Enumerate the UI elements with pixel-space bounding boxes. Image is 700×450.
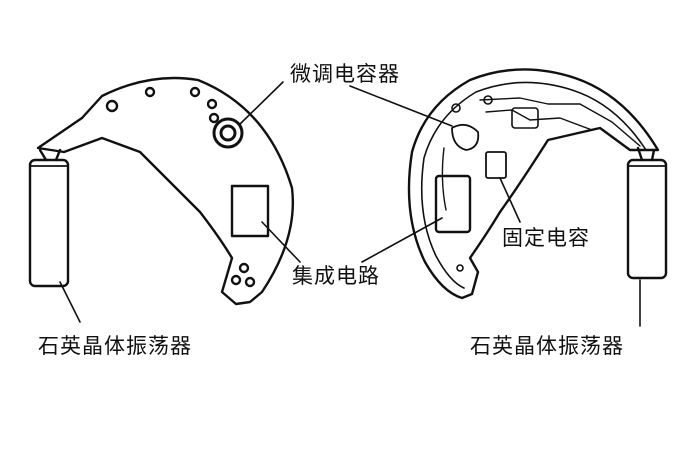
trimmer-capacitor-inner [219,124,237,142]
left-board-outline [36,76,294,306]
trimmer-capacitor-outer [212,117,244,149]
board-hole [230,274,242,286]
board-hole [206,98,218,110]
left-crystal-lead [38,148,62,162]
leader-trimmer-left [239,81,284,125]
trace-pad [511,107,539,129]
right-circuit-board [407,68,660,300]
board-hole [105,99,119,113]
pad-hole [456,264,464,272]
circuit-trace [485,109,593,131]
board-hole [144,86,156,98]
quartz-oscillator-label-right: 石英晶体振荡器 [470,334,624,358]
fixed-capacitor-label: 固定电容 [502,226,590,250]
leader-xtal-left [59,281,81,323]
pad-hole [483,95,493,105]
board-hole [238,262,250,274]
trimmer-area [451,123,480,151]
pad-hole [451,103,461,113]
integrated-circuit-label: 集成电路 [292,264,380,288]
circuit-trace [441,147,447,211]
right-quartz-crystal [626,158,668,280]
fixed-capacitor-tab [485,151,507,179]
leader-fixed-cap [499,177,521,223]
right-crystal-lead [636,146,656,162]
left-quartz-crystal [28,158,70,288]
leader-lines [59,81,641,327]
leader-ic [261,221,301,263]
integrated-circuit-chip [230,184,270,238]
leader-ic-right [361,217,443,263]
circuit-trace [479,97,641,147]
right-board-inner-edge [420,81,647,289]
right-board-outline [407,68,660,300]
left-circuit-board [36,76,294,306]
leader-trimmer-right [349,85,453,127]
board-hole [208,112,220,124]
trimmer-capacitor-label: 微调电容器 [290,62,400,86]
quartz-oscillator-label-left: 石英晶体振荡器 [38,334,192,358]
board-hole [244,276,256,288]
board-hole [189,86,201,98]
fixed-capacitor-block [434,174,472,234]
